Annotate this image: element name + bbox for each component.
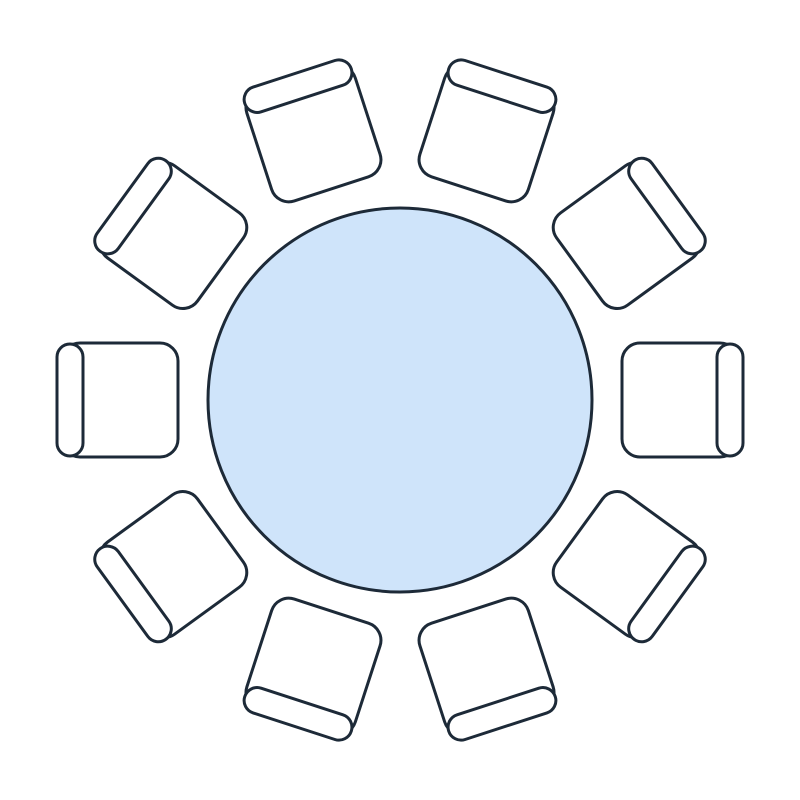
chair-backrest <box>627 156 707 256</box>
chair-4 <box>242 596 383 742</box>
chair-8 <box>242 58 383 204</box>
chair-backrest <box>242 686 354 742</box>
chair-backrest <box>93 544 173 644</box>
chair-6 <box>55 341 180 459</box>
chair-backrest <box>93 156 173 256</box>
chair-backrest <box>715 342 745 458</box>
chair-backrest <box>242 58 354 114</box>
chair-backrest <box>627 544 707 644</box>
chair-backrest <box>446 58 558 114</box>
round-table <box>206 206 594 594</box>
chair-7 <box>93 156 249 310</box>
chair-2 <box>551 490 707 644</box>
chair-backrest <box>446 686 558 742</box>
chairs-group <box>55 58 745 742</box>
chair-10 <box>551 156 707 310</box>
chair-5 <box>93 490 249 644</box>
chair-3 <box>417 596 558 742</box>
chair-1 <box>620 341 745 459</box>
chair-backrest <box>55 342 85 458</box>
chair-9 <box>417 58 558 204</box>
